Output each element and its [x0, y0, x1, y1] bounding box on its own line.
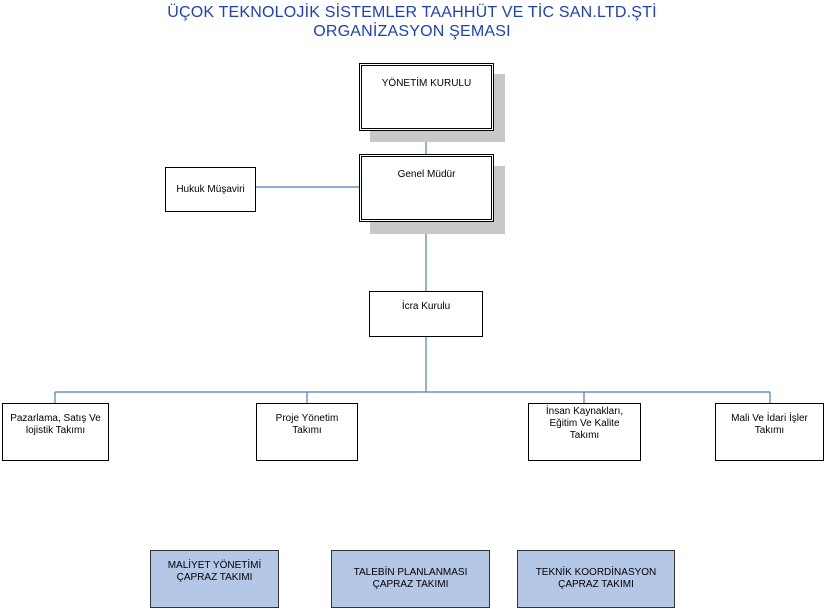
chart-title-line1: ÜÇOK TEKNOLOJİK SİSTEMLER TAAHHÜT VE TİC…: [167, 4, 657, 21]
cost-cross-team-label: MALİYET YÖNETİMİ ÇAPRAZ TAKIMI: [167, 560, 262, 583]
sales-team-node: Pazarlama, Satış Ve lojistik Takımı: [2, 403, 109, 461]
board-label: YÖNETİM KURULU: [381, 78, 472, 89]
demand-cross-team-label: TALEBİN PLANLANMASI ÇAPRAZ TAKIMI: [353, 567, 468, 590]
project-team-label: Proje Yönetim Takımı: [275, 413, 339, 436]
demand-cross-team-node: TALEBİN PLANLANMASI ÇAPRAZ TAKIMI: [331, 550, 490, 608]
finance-team-label: Mali Ve İdari İşler Takımı: [731, 413, 808, 436]
chart-title-line2: ORGANİZASYON ŞEMASI: [313, 23, 511, 40]
general-manager-node: Genel Müdür: [359, 154, 494, 222]
sales-team-label: Pazarlama, Satış Ve lojistik Takımı: [10, 413, 101, 436]
finance-team-node: Mali Ve İdari İşler Takımı: [715, 403, 824, 461]
legal-advisor-label: Hukuk Müşaviri: [176, 183, 245, 195]
board-node: YÖNETİM KURULU: [359, 63, 494, 131]
legal-advisor-node: Hukuk Müşaviri: [165, 167, 256, 212]
executive-board-node: İcra Kurulu: [369, 291, 483, 337]
hr-team-label: İnsan Kaynakları, Eğitim Ve Kalite Takım…: [545, 406, 624, 441]
technical-cross-team-label: TEKNİK KOORDİNASYON ÇAPRAZ TAKIMI: [535, 567, 657, 590]
cost-cross-team-node: MALİYET YÖNETİMİ ÇAPRAZ TAKIMI: [150, 550, 279, 608]
project-team-node: Proje Yönetim Takımı: [256, 403, 358, 461]
technical-cross-team-node: TEKNİK KOORDİNASYON ÇAPRAZ TAKIMI: [517, 550, 675, 608]
general-manager-label: Genel Müdür: [397, 169, 456, 180]
executive-board-label: İcra Kurulu: [401, 301, 451, 312]
hr-team-node: İnsan Kaynakları, Eğitim Ve Kalite Takım…: [528, 403, 641, 461]
